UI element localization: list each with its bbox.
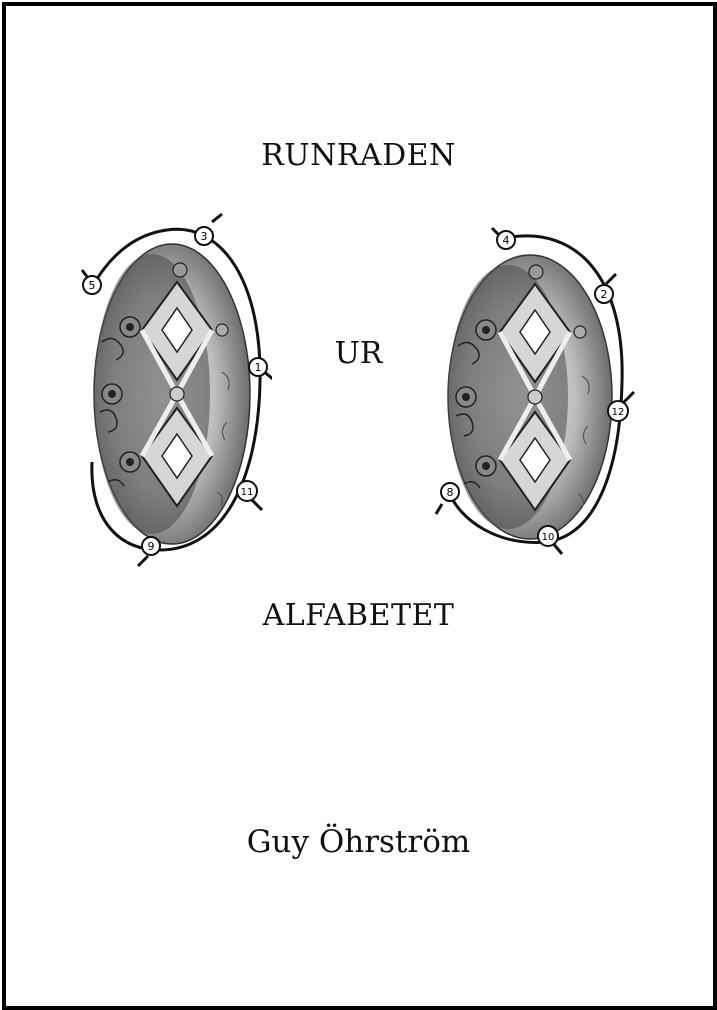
- author-name: Guy Öhrström: [246, 824, 471, 860]
- marker-10: 10: [537, 525, 559, 547]
- title-ur: UR: [334, 336, 383, 371]
- right-brooch-illustration: 4 2 12 8 10: [434, 226, 636, 555]
- left-brooch-illustration: 3 5 1 11 9: [80, 212, 272, 568]
- svg-text:5: 5: [89, 279, 96, 292]
- svg-text:2: 2: [601, 288, 608, 301]
- svg-text:4: 4: [503, 234, 510, 247]
- title-runraden: RUNRADEN: [261, 138, 456, 173]
- marker-2: 2: [594, 284, 614, 304]
- svg-text:12: 12: [612, 407, 625, 418]
- marker-9: 9: [141, 536, 161, 556]
- marker-11: 11: [236, 480, 258, 502]
- marker-12: 12: [607, 400, 629, 422]
- svg-text:10: 10: [542, 532, 555, 543]
- svg-text:11: 11: [241, 487, 254, 498]
- svg-text:9: 9: [148, 540, 155, 553]
- svg-text:8: 8: [447, 486, 454, 499]
- marker-1: 1: [248, 357, 268, 377]
- svg-text:1: 1: [255, 361, 262, 374]
- marker-4: 4: [496, 230, 516, 250]
- marker-5: 5: [82, 275, 102, 295]
- marker-3: 3: [194, 226, 214, 246]
- svg-text:3: 3: [201, 230, 208, 243]
- marker-8: 8: [440, 482, 460, 502]
- title-alfabetet: ALFABETET: [262, 598, 455, 633]
